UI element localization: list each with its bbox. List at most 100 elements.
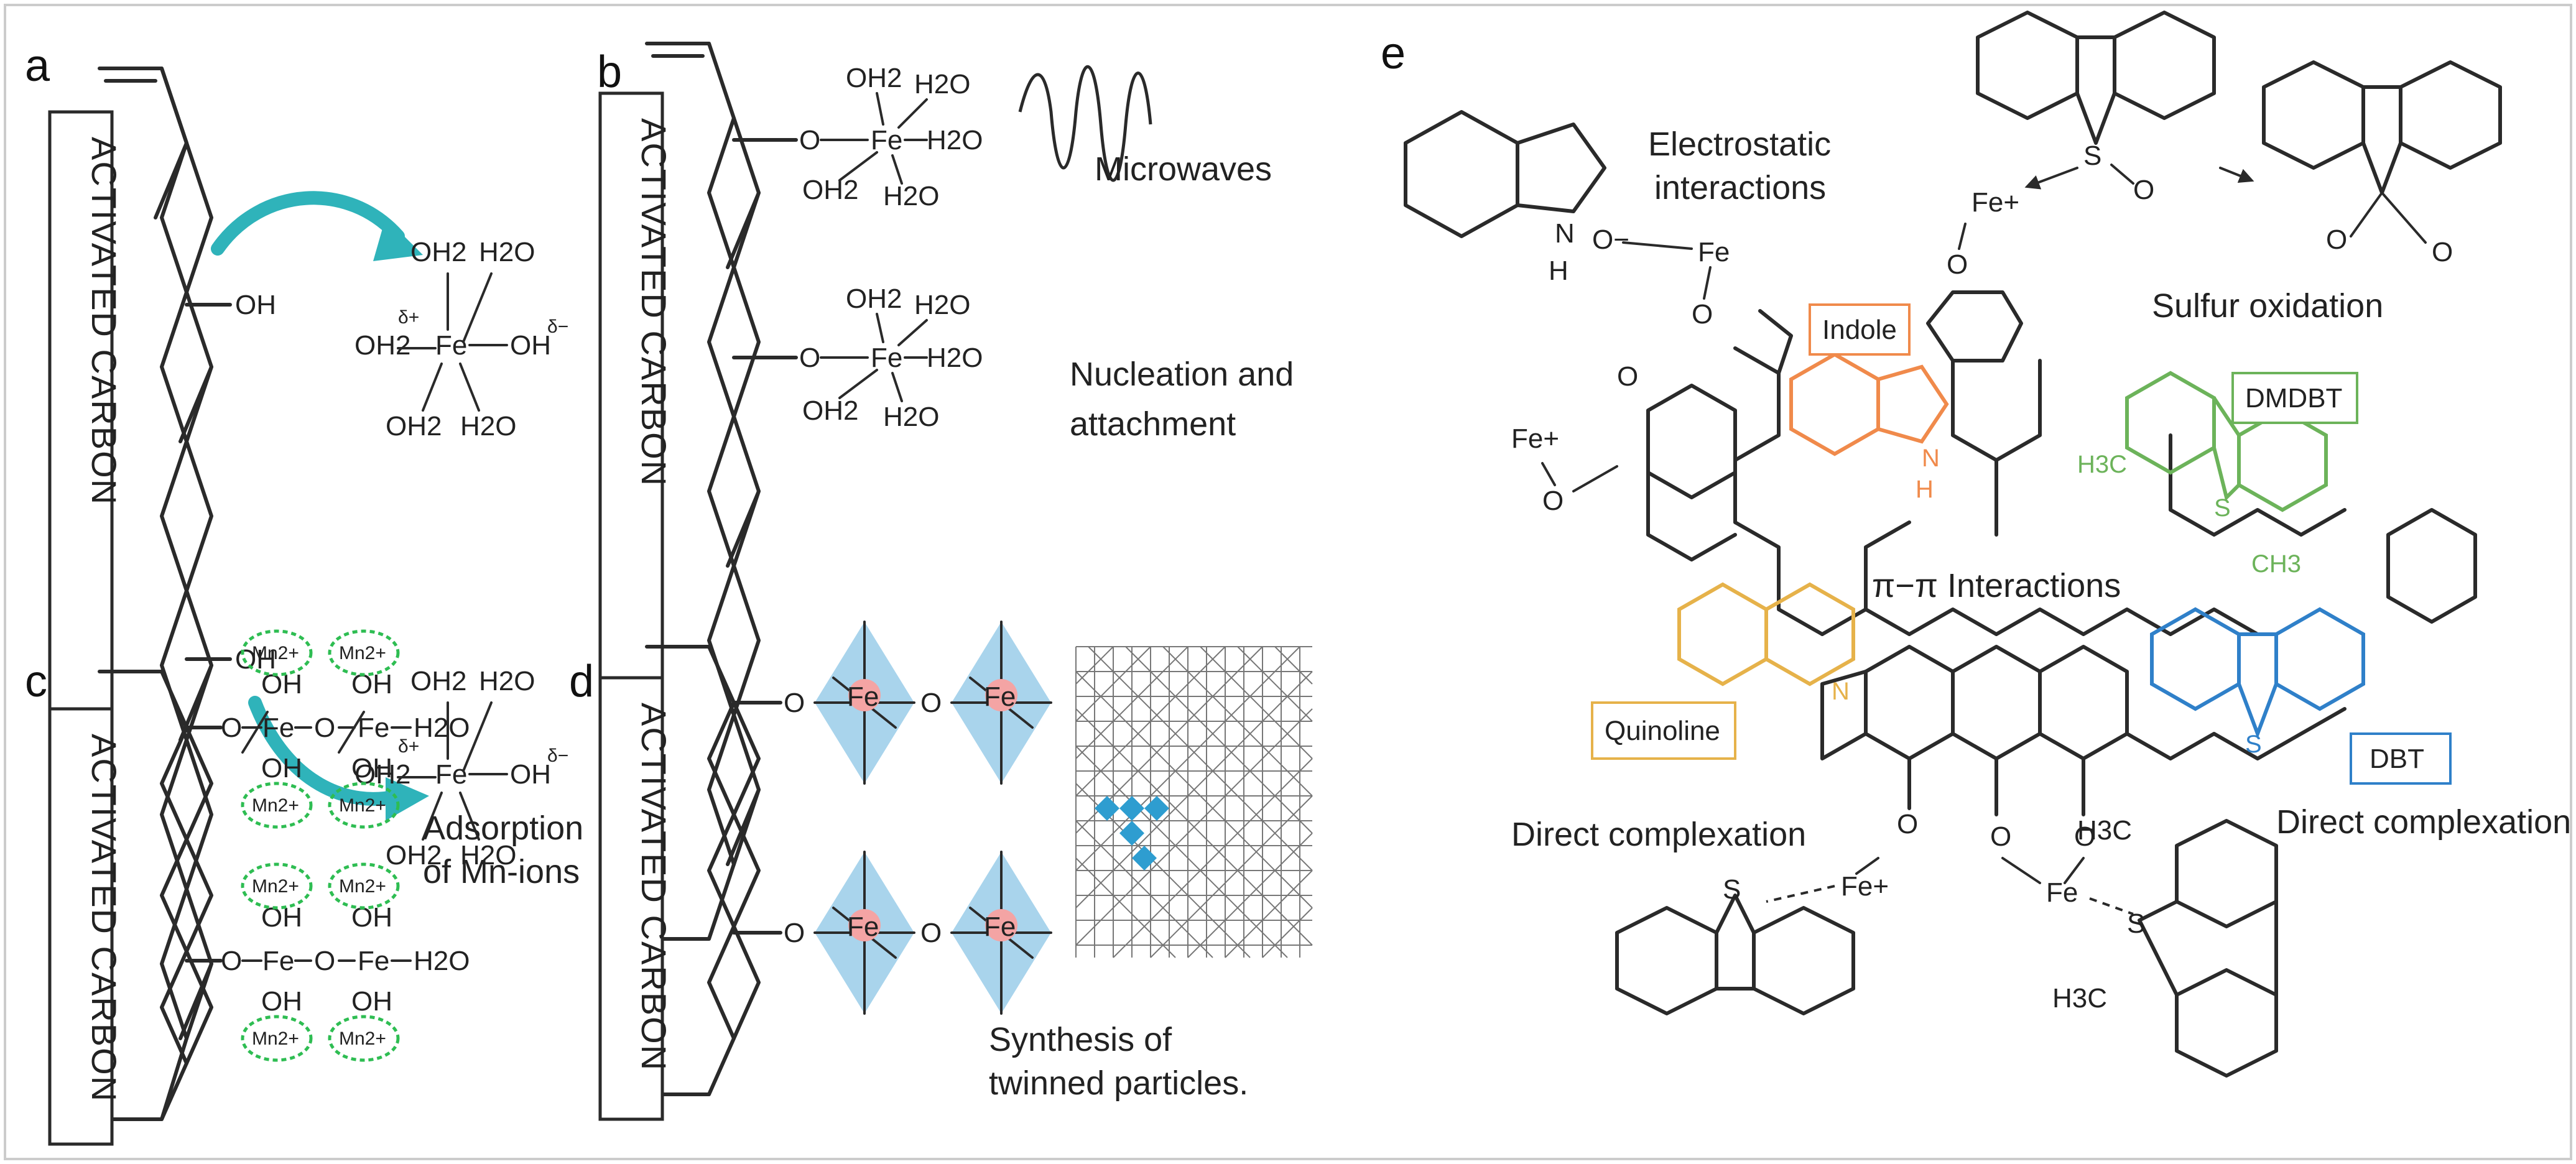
svg-text:OH: OH xyxy=(261,986,302,1017)
panel-a-arrow-bottom xyxy=(248,696,405,806)
svg-text:H2O: H2O xyxy=(883,402,939,432)
svg-text:Mn2+: Mn2+ xyxy=(339,643,386,663)
svg-text:OH2: OH2 xyxy=(802,395,858,426)
svg-text:S: S xyxy=(1723,874,1741,905)
svg-text:Fe: Fe xyxy=(435,759,467,790)
label-box-quinoline xyxy=(1591,701,1736,760)
indole-orange: N H xyxy=(1789,352,1949,503)
svg-text:OH2: OH2 xyxy=(354,330,410,361)
svg-text:Mn2+: Mn2+ xyxy=(252,643,299,663)
svg-text:OH2: OH2 xyxy=(410,237,466,267)
panel-b-fe-bottom: Fe xyxy=(871,343,902,373)
svg-text:H3C: H3C xyxy=(2077,815,2132,846)
svg-text:H2O: H2O xyxy=(914,69,970,99)
svg-text:H2O: H2O xyxy=(914,290,970,320)
panel-d-text-synthesis-2: twinned particles. xyxy=(989,1065,1248,1102)
panel-c-carbon-backbone xyxy=(98,670,213,1121)
svg-text:S: S xyxy=(2127,908,2145,939)
svg-text:O: O xyxy=(1542,486,1564,516)
dbt-blue: S xyxy=(2150,607,2365,758)
label-quinoline: Quinoline xyxy=(1605,716,1720,746)
svg-text:Fe: Fe xyxy=(847,912,879,942)
e-direct-complexation-left: Direct complexation xyxy=(1511,816,1806,853)
svg-text:OH2: OH2 xyxy=(386,840,442,871)
svg-text:Fe: Fe xyxy=(984,681,1016,712)
panel-b-text-nucleation-1: Nucleation and xyxy=(1070,356,1294,393)
svg-text:H2O: H2O xyxy=(479,666,535,696)
svg-text:O: O xyxy=(221,713,242,743)
indole-top-left: N H xyxy=(1404,110,1606,286)
dbt-top-right-sulfone: O O xyxy=(2262,60,2502,267)
svg-text:Fe: Fe xyxy=(262,713,294,743)
e-sulfur-oxidation: Sulfur oxidation xyxy=(2152,287,2383,325)
panel-e: e N H O− Fe Electrostatic interactions O… xyxy=(1381,11,2571,1078)
svg-text:OH: OH xyxy=(351,986,392,1017)
panel-b-o-bottom: O xyxy=(799,343,820,373)
panel-a-support-label: ACTIVATED CARBON xyxy=(85,137,124,506)
svg-text:O: O xyxy=(1990,821,2011,852)
svg-text:O: O xyxy=(2326,224,2347,255)
svg-text:H: H xyxy=(1549,256,1568,286)
svg-text:O: O xyxy=(314,946,335,976)
svg-text:δ−: δ− xyxy=(547,316,568,337)
e-electrostatic-2: interactions xyxy=(1654,169,1826,206)
svg-text:H2O: H2O xyxy=(927,125,983,155)
svg-text:Fe: Fe xyxy=(435,330,467,361)
label-box-dbt xyxy=(2350,732,2452,785)
panel-b: b ACTIVATED CARBON O Fe OH2 H2O H2O OH2 … xyxy=(597,42,1294,941)
panel-a-letter: a xyxy=(25,41,50,91)
svg-text:Fe: Fe xyxy=(847,681,879,712)
e-electrostatic-1: Electrostatic xyxy=(1648,126,1831,163)
svg-text:O: O xyxy=(2133,175,2154,205)
svg-text:O: O xyxy=(2432,237,2453,267)
svg-text:Mn2+: Mn2+ xyxy=(339,876,386,897)
panel-c-text-adsorption-1: Adsorption xyxy=(423,810,583,847)
panel-b-support-label: ACTIVATED CARBON xyxy=(634,118,674,487)
svg-text:OH2: OH2 xyxy=(386,411,442,441)
svg-text:Mn2+: Mn2+ xyxy=(252,1028,299,1049)
panel-c-text-adsorption-2: of Mn-ions xyxy=(423,853,580,890)
svg-text:N: N xyxy=(1555,218,1575,249)
svg-text:CH3: CH3 xyxy=(2251,550,2301,578)
panel-a-fe-complex-bottom: OH2 H2O OH2 δ+ Fe OH δ− OH2 H2O xyxy=(354,666,568,871)
e-direct-complexation-right: Direct complexation xyxy=(2276,803,2571,841)
svg-text:O: O xyxy=(920,918,942,948)
dmdbt-bottom-right: S H3C H3C xyxy=(2052,815,2278,1078)
panel-d-octahedra-bottom: Fe O Fe xyxy=(813,851,1052,1015)
panel-c-support-box xyxy=(48,707,114,1146)
twinned-particles xyxy=(1095,796,1169,871)
svg-text:O: O xyxy=(784,918,805,948)
svg-text:H3C: H3C xyxy=(2052,983,2107,1014)
panel-a-arrowhead-top xyxy=(373,218,423,261)
svg-text:O: O xyxy=(920,688,942,718)
microwave-wave xyxy=(1018,65,1152,182)
svg-text:Mn2+: Mn2+ xyxy=(339,1028,386,1049)
svg-text:H2O: H2O xyxy=(460,411,516,441)
svg-text:O: O xyxy=(221,946,242,976)
svg-text:δ−: δ− xyxy=(547,746,568,766)
panel-a-fe-complex-top: OH2 H2O OH2 δ+ Fe OH δ− OH2 H2O xyxy=(354,237,568,441)
svg-text:O: O xyxy=(1617,361,1638,392)
svg-text:S: S xyxy=(2214,494,2231,522)
label-dbt: DBT xyxy=(2370,744,2424,774)
svg-text:δ+: δ+ xyxy=(398,736,419,757)
label-box-dmdbt xyxy=(2231,372,2358,424)
panel-c: c ACTIVATED CARBON O Fe O Fe H2O OH OH O… xyxy=(25,629,583,1146)
e-fe-top-left: Fe xyxy=(1698,237,1730,267)
label-dmdbt: DMDBT xyxy=(2245,383,2342,413)
panel-c-mn-ions-bottom: Mn2+ Mn2+ Mn2+ Mn2+ xyxy=(241,862,400,1062)
panel-c-letter: c xyxy=(25,657,47,706)
svg-text:Fe: Fe xyxy=(358,713,389,743)
label-box-indole xyxy=(1809,303,1911,356)
svg-text:H: H xyxy=(1916,476,1934,503)
svg-text:O: O xyxy=(2074,821,2095,852)
panel-d-carbon-backbone xyxy=(645,645,761,1096)
svg-text:Fe: Fe xyxy=(984,912,1016,942)
svg-text:O: O xyxy=(784,688,805,718)
e-pi-pi-interactions: π−π Interactions xyxy=(1872,567,2121,604)
svg-text:OH2: OH2 xyxy=(802,175,858,205)
svg-text:Mn2+: Mn2+ xyxy=(252,876,299,897)
svg-text:Fe: Fe xyxy=(358,946,389,976)
svg-text:OH: OH xyxy=(351,753,392,783)
